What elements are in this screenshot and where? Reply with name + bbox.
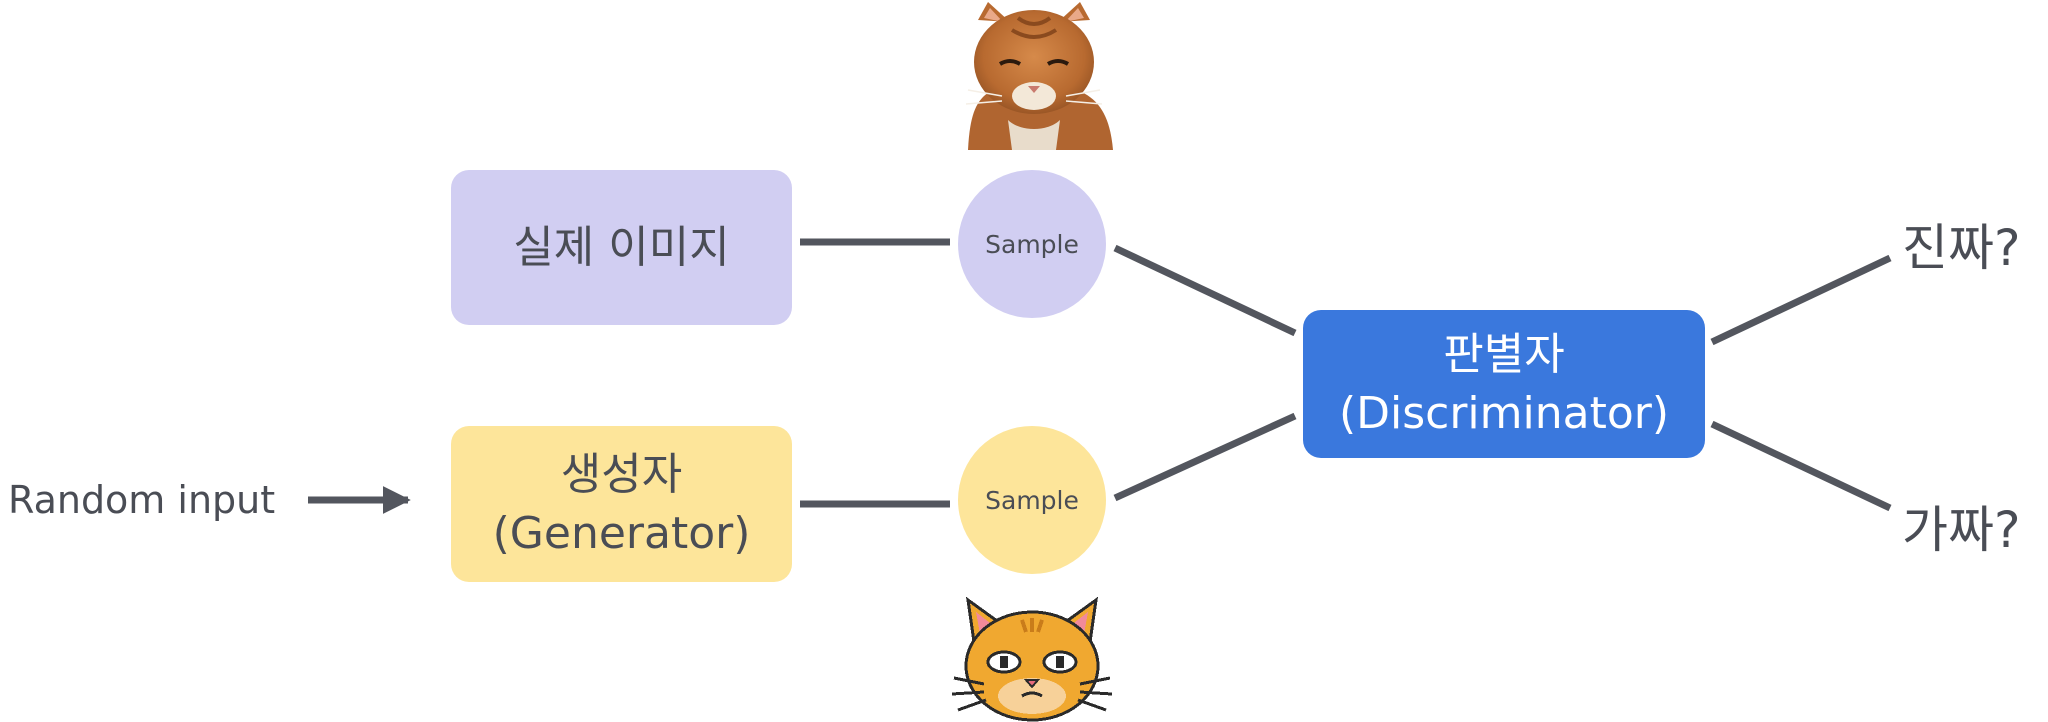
real-sample-node: Sample: [958, 170, 1106, 318]
discriminator-label-en: (Discriminator): [1338, 388, 1670, 439]
cat-photo-icon: [965, 2, 1113, 150]
real-images-box: 실제 이미지: [451, 170, 792, 325]
pixel-cat-face-icon: [952, 596, 1112, 722]
edge-discriminator-to-fake: [1710, 420, 1892, 512]
generator-box: 생성자 (Generator): [451, 426, 792, 582]
random-input-label: Random input: [8, 478, 276, 522]
real-sample-label: Sample: [985, 229, 1079, 259]
edge-discriminator-to-real: [1710, 254, 1892, 346]
fake-question-label: 가짜?: [1902, 501, 2021, 559]
real-question-label: 진짜?: [1902, 219, 2021, 277]
discriminator-label-ko: 판별자: [1443, 328, 1565, 380]
generator-label-ko: 생성자: [560, 448, 683, 500]
discriminator-box: 판별자 (Discriminator): [1303, 310, 1705, 458]
generated-sample-node: Sample: [958, 426, 1106, 574]
real-images-label: 실제 이미지: [513, 221, 730, 273]
edge-real-sample-to-discriminator: [1113, 244, 1297, 337]
generated-sample-label: Sample: [985, 485, 1079, 515]
edge-generated-sample-to-discriminator: [1113, 412, 1297, 502]
generator-label-en: (Generator): [492, 508, 751, 559]
